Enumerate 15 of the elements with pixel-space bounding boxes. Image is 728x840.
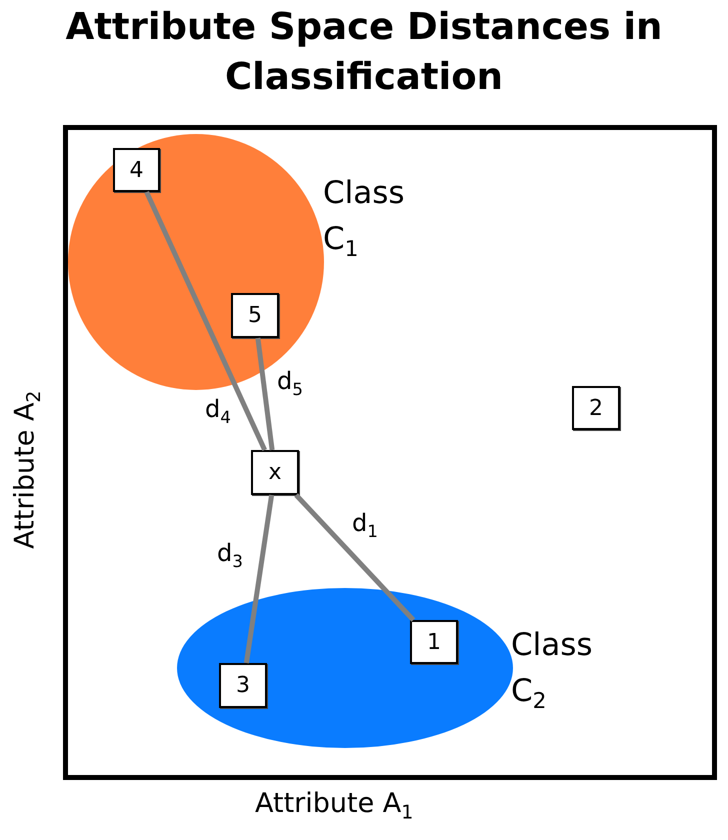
point-box: 1	[410, 620, 458, 664]
distance-line	[144, 190, 267, 452]
class-label: Class C$_{2}$	[511, 626, 594, 716]
distance-line	[294, 493, 416, 622]
point-box: 4	[113, 148, 160, 192]
class-label: Class C$_{1}$	[323, 174, 406, 264]
point-box: 5	[231, 293, 279, 338]
distance-line	[255, 338, 275, 450]
plot-frame	[63, 125, 717, 780]
axis-label: Attribute A$_{1}$	[255, 788, 414, 824]
distance-line	[244, 494, 274, 664]
point-box: x	[251, 450, 299, 495]
diagram-title: Attribute Space Distances in Classification	[64, 4, 664, 100]
point-box: 2	[572, 386, 620, 430]
point-box: 3	[219, 663, 267, 708]
